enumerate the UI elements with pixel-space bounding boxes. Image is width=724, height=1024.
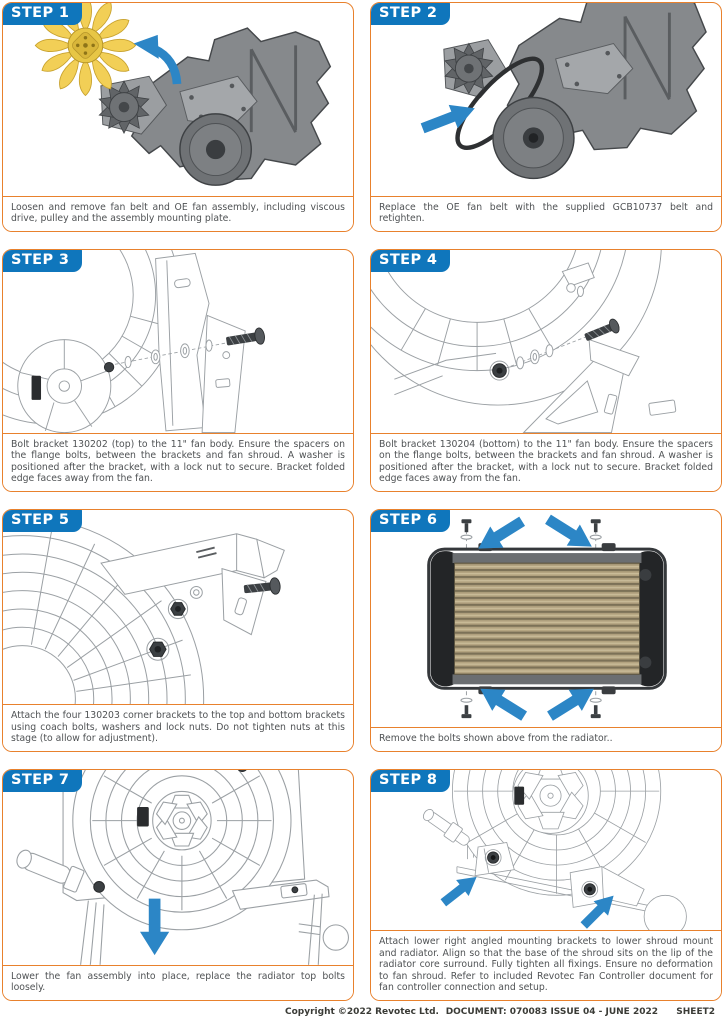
step-6-caption: Remove the bolts shown above from the ra… <box>371 727 721 751</box>
step-5-caption: Attach the four 130203 corner brackets t… <box>3 704 353 751</box>
step-3-caption: Bolt bracket 130202 (top) to the 11" fan… <box>3 432 353 491</box>
radiator-core <box>454 562 640 675</box>
revotec-label <box>31 375 42 400</box>
step-6-header: STEP 6 <box>371 510 451 532</box>
step-5-illustration <box>3 510 353 705</box>
shroud-bracket-lineart <box>155 252 246 433</box>
lock-nut <box>167 598 189 620</box>
step-5-label: STEP 5 <box>11 512 70 528</box>
footer-sheet-number: SHEET2 <box>676 1007 715 1017</box>
shroud-corner-lineart <box>394 338 677 433</box>
water-pump-fan-pulley <box>444 42 494 95</box>
fan-hub-blades <box>517 770 584 830</box>
blue-direction-arrow-icons <box>478 514 594 721</box>
fan-lowering-drawing <box>16 770 349 965</box>
step-3-illustration <box>3 250 353 433</box>
fan-body-lineart <box>371 250 662 406</box>
coach-bolt <box>243 577 281 595</box>
step-1-caption: Loosen and remove fan belt and OE fan as… <box>3 195 353 231</box>
radiator-bolt-removal-drawing <box>427 514 667 721</box>
step-8-caption: Attach lower right angled mounting brack… <box>371 930 721 1000</box>
step-5-panel: STEP 5 <box>2 509 354 752</box>
support-rod <box>422 808 470 846</box>
step-7-caption: Lower the fan assembly into place, repla… <box>3 964 353 1000</box>
mounting-tab <box>601 686 616 695</box>
fan-body-lineart <box>3 250 181 433</box>
bottom-bracket-bolting-drawing <box>371 250 677 433</box>
blue-direction-arrow-icons <box>440 876 614 929</box>
blue-direction-arrow-icon <box>420 104 475 134</box>
step-2-panel: STEP 2 <box>370 2 722 232</box>
blue-direction-arrow-icon <box>140 898 170 956</box>
step-8-header: STEP 8 <box>371 770 451 792</box>
mounting-tab <box>601 543 616 552</box>
lock-nut <box>146 637 170 661</box>
step-8-label: STEP 8 <box>379 772 438 788</box>
revotec-label <box>137 807 149 827</box>
exploded-bolt-assembly <box>489 318 620 381</box>
hose-stub <box>16 849 85 893</box>
step-3-label: STEP 3 <box>11 252 70 268</box>
flange-bolt <box>226 327 265 346</box>
revotec-label <box>514 786 525 805</box>
step-3-panel: STEP 3 <box>2 249 354 492</box>
fasteners <box>146 577 281 661</box>
step-4-caption: Bolt bracket 130204 (bottom) to the 11" … <box>371 432 721 491</box>
radiator-bolts <box>460 519 602 719</box>
footer-copyright: Copyright ©2022 Revotec Ltd. <box>285 1007 439 1017</box>
step-7-illustration <box>3 770 353 965</box>
step-2-illustration <box>371 3 721 196</box>
step-2-label: STEP 2 <box>379 5 438 21</box>
step-7-header: STEP 7 <box>3 770 83 792</box>
step-5-header: STEP 5 <box>3 510 83 532</box>
step-1-illustration <box>3 3 353 196</box>
steps-grid: STEP 1 <box>2 2 722 1001</box>
blue-curved-arrow-icon <box>133 34 182 85</box>
step-6-label: STEP 6 <box>379 512 438 528</box>
step-7-label: STEP 7 <box>11 772 70 788</box>
alignment-dashes <box>465 523 597 715</box>
top-bracket-bolting-drawing <box>3 250 265 433</box>
step-1-label: STEP 1 <box>11 5 70 21</box>
exploded-bolt-assembly <box>103 327 265 373</box>
sheet-footer: Copyright ©2022 Revotec Ltd. DOCUMENT: 0… <box>0 1004 724 1024</box>
water-pump-fan-pulley <box>98 80 150 135</box>
radiator-frame-lineart <box>80 879 349 965</box>
bracket-part-label <box>196 546 217 559</box>
step-8-panel: STEP 8 <box>370 769 722 1001</box>
step-2-header: STEP 2 <box>371 3 451 25</box>
fan-hub-blades <box>155 794 208 847</box>
step-1-panel: STEP 1 <box>2 2 354 232</box>
step-4-panel: STEP 4 <box>370 249 722 492</box>
engine-assembly <box>443 3 707 180</box>
lower-brackets-lineart <box>456 841 687 931</box>
step-2-caption: Replace the OE fan belt with the supplie… <box>371 195 721 231</box>
step-1-header: STEP 1 <box>3 3 83 25</box>
engine-assembly <box>98 27 332 186</box>
step-4-label: STEP 4 <box>379 252 438 268</box>
lower-bracket-attachment-drawing <box>422 770 687 931</box>
corner-bracket-attachment-drawing <box>3 516 285 705</box>
step-6-panel: STEP 6 <box>370 509 722 752</box>
step-6-illustration <box>371 510 721 727</box>
viscous-fan <box>34 3 137 97</box>
step-4-illustration <box>371 250 721 433</box>
step-8-illustration <box>371 770 721 931</box>
flange-bolt <box>584 318 620 341</box>
engine-fan-removal-drawing <box>34 3 332 186</box>
radiator <box>427 543 667 695</box>
step-3-header: STEP 3 <box>3 250 83 272</box>
step-4-header: STEP 4 <box>371 250 451 272</box>
belt-replacement-drawing <box>420 3 707 180</box>
footer-document-ref: DOCUMENT: 070083 ISSUE 04 - JUNE 2022 <box>445 1007 658 1017</box>
fan-assembly-lineart <box>422 770 662 896</box>
step-7-panel: STEP 7 <box>2 769 354 1001</box>
